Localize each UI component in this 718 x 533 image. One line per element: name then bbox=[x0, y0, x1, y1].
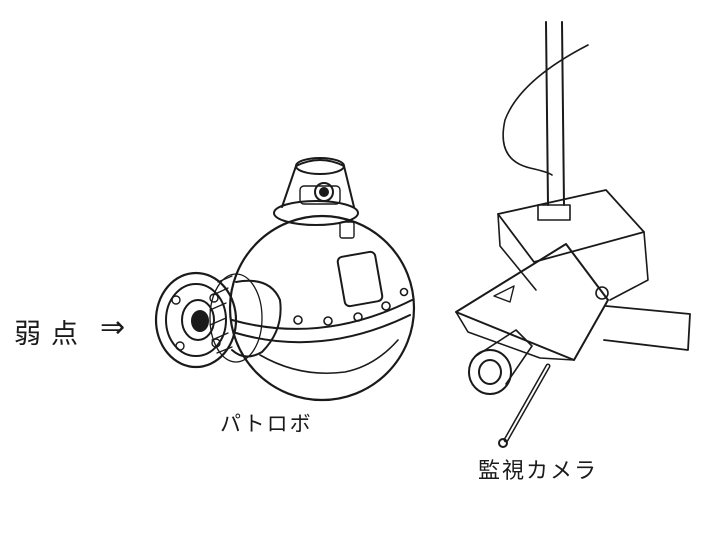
robot-sphere-body bbox=[228, 214, 416, 402]
camera-pole bbox=[545, 21, 549, 206]
robot-rivets bbox=[293, 287, 409, 326]
camera-direction-marker bbox=[493, 285, 515, 303]
robot-front-lens bbox=[154, 271, 238, 369]
surveillance-camera-drawing bbox=[455, 21, 691, 448]
patrol-robot-label: パトロボ bbox=[220, 412, 313, 436]
robot-lens-ring bbox=[209, 273, 263, 363]
arrow-right-double-icon: ⇒ bbox=[100, 310, 128, 345]
surveillance-camera-label: 監視カメラ bbox=[478, 459, 599, 484]
robot-turret-eye bbox=[314, 182, 334, 202]
robot-side-hatch bbox=[336, 250, 384, 308]
robot-equator-band bbox=[231, 299, 413, 330]
robot-top-collar bbox=[273, 200, 359, 226]
camera-side-arm bbox=[603, 305, 691, 351]
robot-lens-housing bbox=[231, 279, 282, 358]
camera-body bbox=[455, 243, 609, 361]
patrol-robot-drawing bbox=[154, 157, 416, 402]
camera-cable bbox=[502, 44, 589, 176]
weak-point-label: 弱点 bbox=[14, 319, 88, 350]
camera-lens bbox=[468, 349, 512, 395]
camera-mount-bracket bbox=[537, 204, 571, 221]
